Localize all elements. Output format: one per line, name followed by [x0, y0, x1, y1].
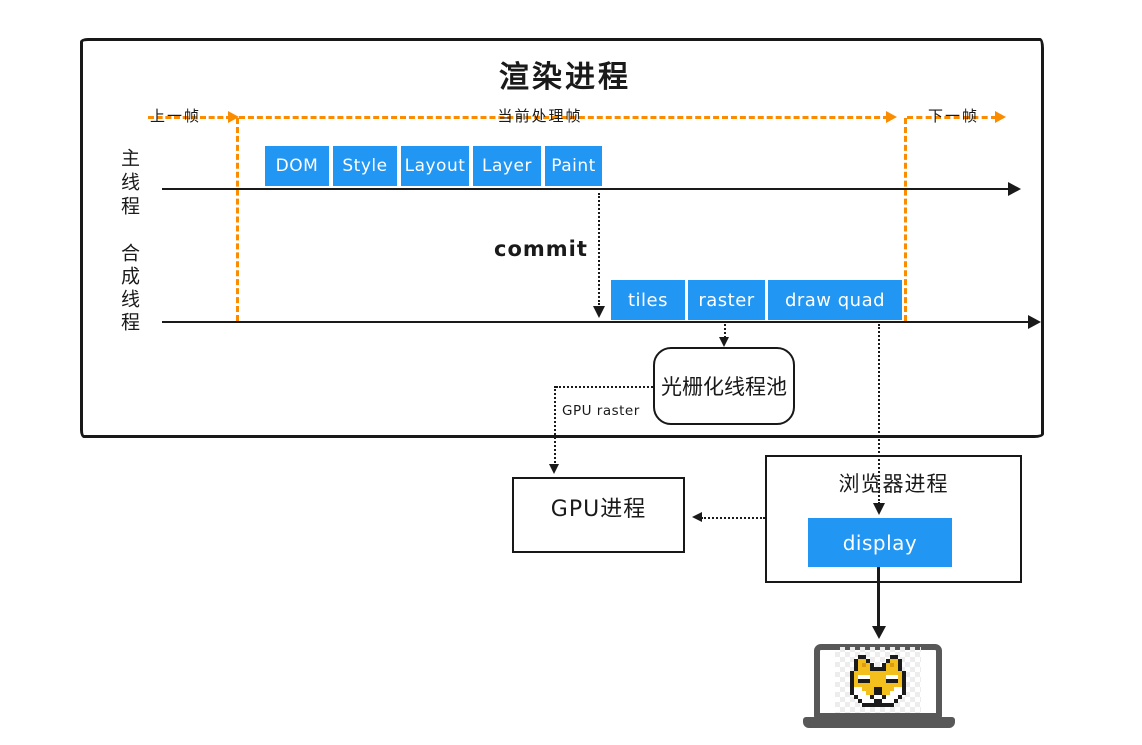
raster-pool-arrowhead-icon — [719, 337, 729, 347]
browser-process-title: 浏览器进程 — [838, 472, 949, 496]
draw-quad-display-arrowhead-icon — [873, 503, 885, 515]
stage-box-raster: raster — [688, 280, 765, 320]
render-process-box — [80, 38, 1044, 438]
compositor-timeline — [162, 321, 1032, 323]
gpu-raster-label: GPU raster — [562, 403, 640, 419]
prev-frame-arrowhead-icon — [228, 111, 239, 123]
stage-box-paint: Paint — [545, 146, 602, 186]
next-frame-label: 下一帧 — [928, 107, 980, 125]
laptop-base — [803, 717, 955, 728]
frame-boundary-line-left — [236, 118, 239, 321]
stage-box-style: Style — [333, 146, 397, 186]
current-frame-dash-line — [239, 116, 889, 119]
commit-label: commit — [494, 237, 588, 261]
compositor-thread-label: 合成线程 — [118, 243, 140, 335]
raster-pool-box: 光栅化线程池 — [653, 347, 795, 425]
display-laptop-line — [877, 567, 880, 627]
raster-pool-arrow-line — [724, 324, 726, 338]
stage-box-draw-quad: draw quad — [768, 280, 902, 320]
frame-boundary-line-right — [904, 118, 907, 321]
doge-pixel-art — [850, 655, 906, 707]
display-laptop-arrowhead-icon — [872, 626, 886, 639]
raster-pool-label: 光栅化线程池 — [661, 375, 787, 399]
stage-box-tiles: tiles — [611, 280, 685, 320]
current-frame-arrowhead-icon — [886, 111, 897, 123]
prev-frame-dash-line — [148, 116, 232, 119]
main-thread-label: 主线程 — [118, 148, 140, 220]
stage-box-dom: DOM — [265, 146, 329, 186]
draw-quad-display-line — [878, 324, 880, 504]
gpu-process-box: GPU进程 — [512, 477, 685, 553]
browser-process-box: 浏览器进程 — [765, 455, 1022, 583]
stage-box-layout: Layout — [401, 146, 469, 186]
main-thread-timeline — [162, 188, 1012, 190]
prev-frame-label: 上一帧 — [150, 107, 202, 125]
browser-gpu-line — [701, 517, 765, 519]
commit-arrowhead-icon — [593, 306, 605, 318]
main-thread-arrowhead-icon — [1008, 182, 1021, 196]
gpu-raster-arrowhead-icon — [549, 464, 559, 474]
next-frame-dash-line — [907, 116, 997, 119]
stage-box-layer: Layer — [473, 146, 541, 186]
display-box: display — [808, 518, 952, 567]
compositor-arrowhead-icon — [1028, 315, 1041, 329]
gpu-raster-line-horizontal — [556, 386, 653, 388]
current-frame-label: 当前处理帧 — [497, 107, 583, 125]
gpu-raster-line-vertical — [554, 386, 556, 466]
browser-gpu-arrowhead-icon — [692, 512, 702, 522]
render-process-title: 渲染进程 — [499, 60, 631, 95]
commit-arrow-line — [598, 193, 600, 305]
next-frame-arrowhead-icon — [995, 111, 1006, 123]
gpu-process-label: GPU进程 — [550, 497, 647, 522]
